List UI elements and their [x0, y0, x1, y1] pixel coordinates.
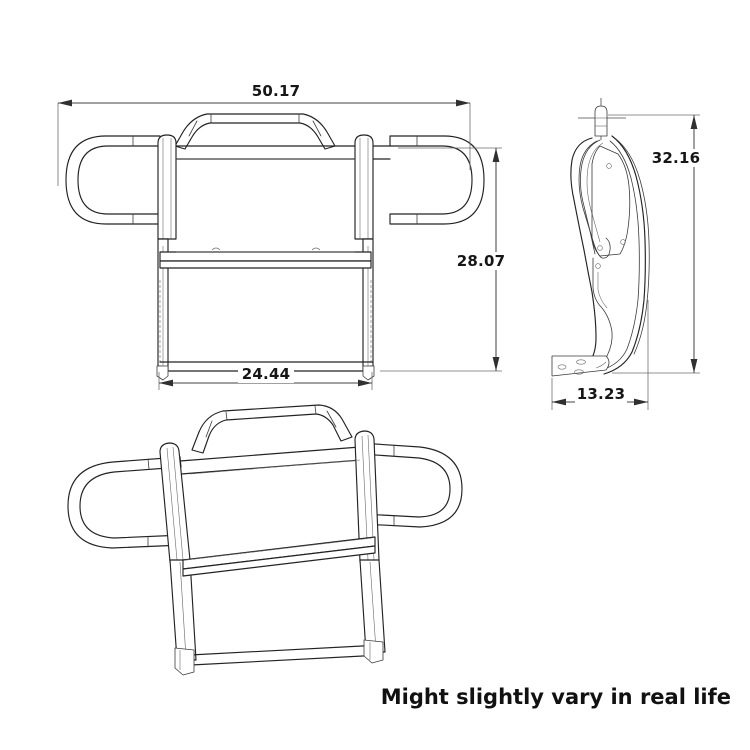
- iso-left-upright-post: [159, 442, 191, 563]
- side-view-mounting-plate: [591, 145, 631, 269]
- dimension-label-overall-width: 50.17: [252, 82, 300, 100]
- dimension-label-center-width: 24.44: [242, 365, 290, 383]
- isometric-view: [67, 404, 463, 676]
- front-right-foot: [362, 365, 375, 381]
- dimension-overall-width: 50.17: [57, 82, 471, 186]
- front-right-wing-hoop: [389, 135, 485, 225]
- iso-bottom-bar: [189, 644, 383, 666]
- front-left-foot: [156, 365, 169, 381]
- dimension-profile-height: 32.16: [608, 114, 701, 374]
- iso-right-foot: [363, 639, 384, 664]
- front-center-top-hoop: [174, 113, 336, 150]
- dimension-overall-height: 28.07: [380, 147, 507, 372]
- side-view-inner-hook: [578, 140, 611, 259]
- iso-left-foot: [174, 647, 195, 676]
- dimension-label-profile-depth: 13.23: [577, 385, 625, 403]
- dimension-profile-depth: 13.23: [551, 300, 649, 410]
- front-view: [65, 113, 485, 381]
- side-view-top-bolt: [594, 105, 608, 137]
- iso-right-lower-leg: [359, 559, 386, 653]
- iso-middle-crossbar: [182, 536, 376, 577]
- dimension-center-width: 24.44: [158, 365, 373, 390]
- dimension-label-profile-height: 32.16: [652, 149, 700, 167]
- front-left-upright-post: [157, 134, 177, 240]
- iso-center-top-hoop: [191, 404, 353, 454]
- front-right-upright-post: [354, 134, 374, 240]
- dimension-label-overall-height: 28.07: [457, 252, 505, 270]
- side-view: [551, 98, 650, 377]
- disclaimer-note: Might slightly vary in real life: [381, 685, 731, 709]
- side-view-bottom-bracket: [551, 355, 610, 377]
- side-view-profile-body: [563, 135, 650, 375]
